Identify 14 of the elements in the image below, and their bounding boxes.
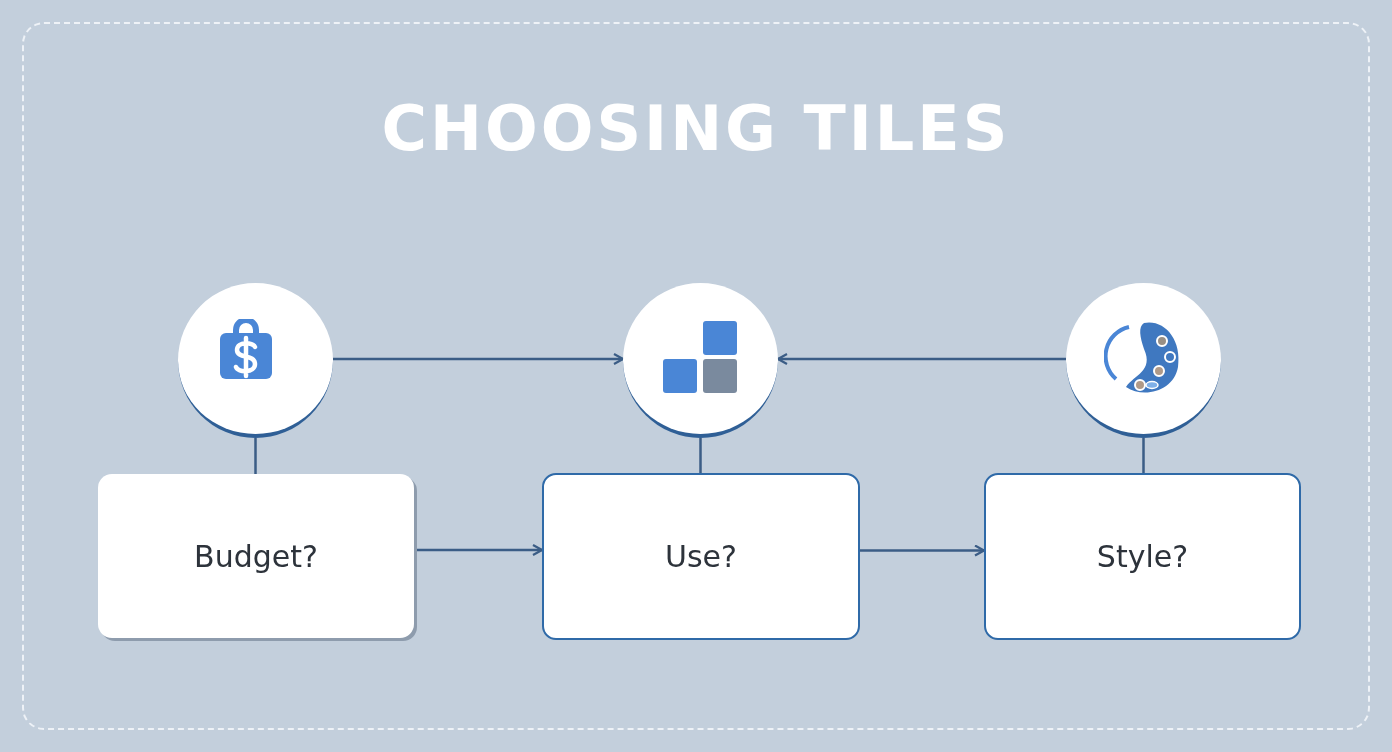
arrow xyxy=(776,352,1066,366)
question-label: Budget? xyxy=(194,538,318,574)
question-label: Style? xyxy=(1096,539,1189,574)
arrow xyxy=(414,543,544,557)
arrow xyxy=(860,544,986,557)
question-box xyxy=(984,473,1301,640)
connector-line xyxy=(254,438,257,474)
connector-line xyxy=(1142,438,1145,473)
connector-line xyxy=(699,438,702,473)
question-box xyxy=(542,473,860,640)
question-box xyxy=(98,474,414,638)
arrow xyxy=(333,352,625,366)
question-label: Use? xyxy=(665,539,737,574)
diagram-title: CHOOSING TILES xyxy=(380,92,1012,165)
